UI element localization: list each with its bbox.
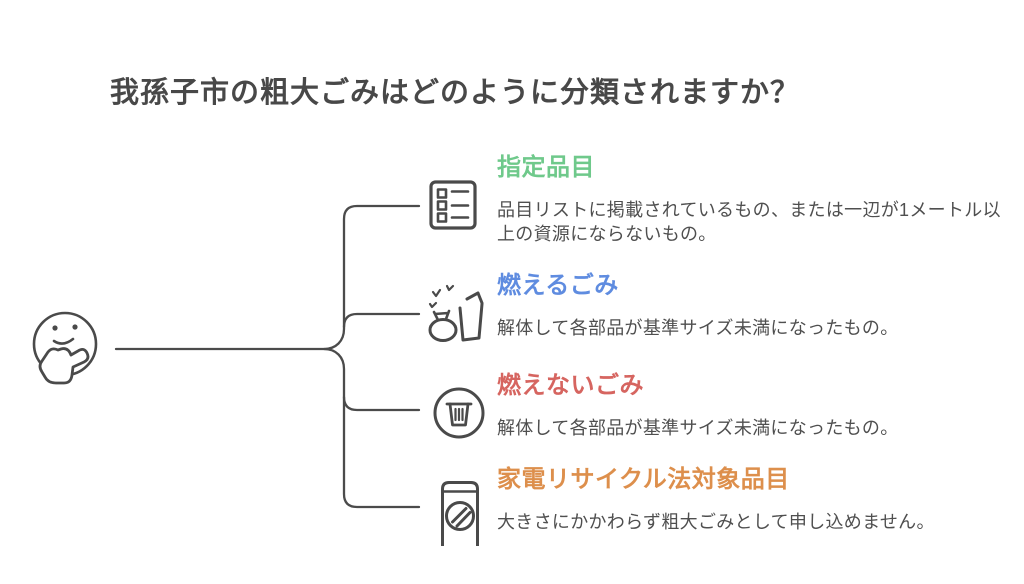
garbage-bag-and-bin-icon bbox=[428, 284, 484, 342]
item-label: 指定品目 bbox=[497, 154, 595, 181]
item-description: 解体して各部品が基準サイズ未満になったもの。 bbox=[497, 418, 899, 438]
page-title: 我孫子市の粗大ごみはどのように分類されますか？ bbox=[110, 77, 801, 110]
item-description: 品目リストに掲載されているもの、または一辺が1メートル以上の資源にならないもの。 bbox=[497, 200, 1001, 244]
checklist-icon bbox=[429, 180, 477, 230]
phone-prohibited-icon bbox=[441, 481, 479, 546]
item-description: 大きさにかかわらず粗大ごみとして申し込めません。 bbox=[497, 512, 935, 532]
classification-item-burnable: 燃えるごみ 解体して各部品が基準サイズ未満になったもの。 bbox=[497, 272, 1012, 340]
item-label: 燃えないごみ bbox=[497, 372, 644, 399]
classification-item-appliance-recycling: 家電リサイクル法対象品目 大きさにかかわらず粗大ごみとして申し込めません。 bbox=[497, 466, 1012, 534]
trash-bin-circle-icon bbox=[433, 387, 485, 439]
classification-item-designated: 指定品目 品目リストに掲載されているもの、または一辺が1メートル以上の資源になら… bbox=[497, 154, 1012, 246]
thinking-face-icon bbox=[32, 311, 98, 385]
classification-item-nonburnable: 燃えないごみ 解体して各部品が基準サイズ未満になったもの。 bbox=[497, 372, 1012, 440]
item-label: 家電リサイクル法対象品目 bbox=[497, 466, 790, 493]
item-description: 解体して各部品が基準サイズ未満になったもの。 bbox=[497, 318, 899, 338]
item-label: 燃えるごみ bbox=[497, 272, 619, 299]
